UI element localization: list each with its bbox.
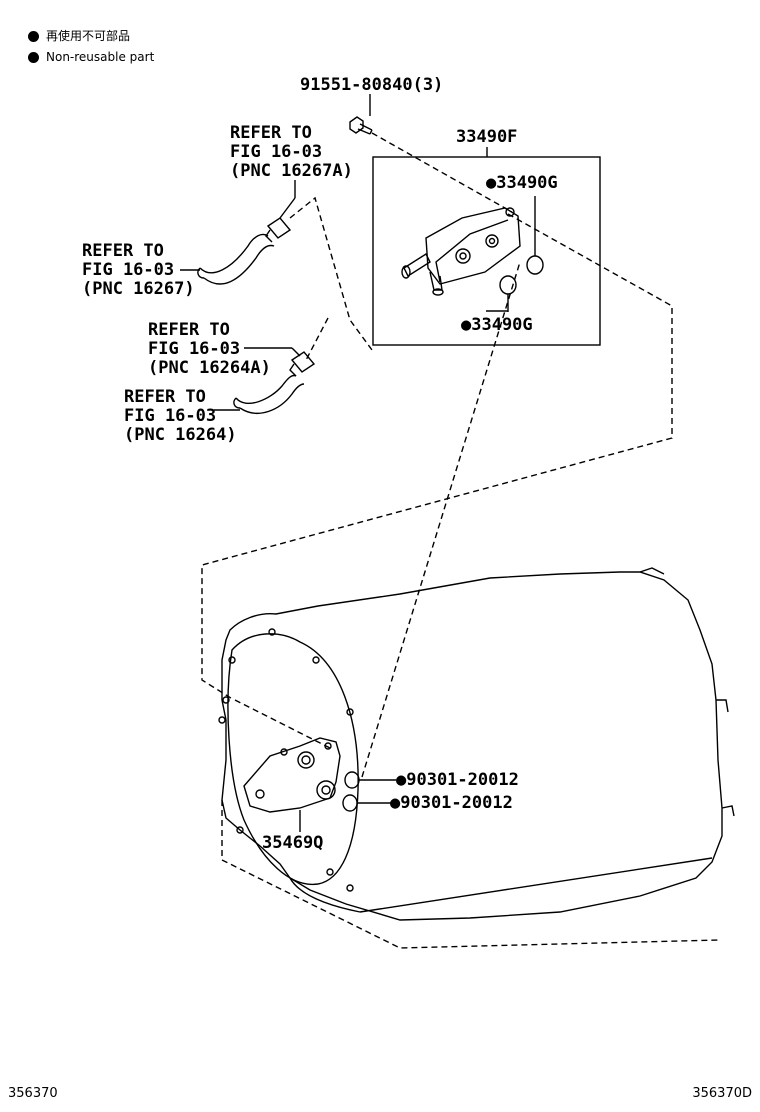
oring-lower-shape (342, 794, 358, 812)
filled-circle-icon (28, 31, 39, 42)
label-bolt: 91551-80840(3) (300, 75, 443, 95)
footer-code-left: 356370 (8, 1086, 58, 1101)
legend-text-en: Non-reusable part (46, 50, 155, 64)
oring-upper-shape (344, 771, 360, 789)
ref-16267: REFER TO FIG 16-03 (PNC 16267) (82, 241, 195, 299)
ref-16267a-line1: REFER TO (230, 123, 312, 143)
label-oring-lower: ●90301-20012 (390, 793, 513, 813)
label-gasket-upper: ●33490G (486, 173, 558, 193)
ref-16264: REFER TO FIG 16-03 (PNC 16264) (124, 387, 237, 445)
bolt (349, 116, 373, 135)
hose-clamp-lower (289, 351, 316, 377)
gasket-upper-shape (526, 255, 544, 275)
footer-code-right: 356370D (692, 1086, 752, 1101)
ref-16264-line1: REFER TO (124, 387, 206, 407)
ref-16264a-line1: REFER TO (148, 320, 230, 340)
ref-16267a-line2: FIG 16-03 (230, 142, 322, 162)
ref-16264a: REFER TO FIG 16-03 (PNC 16264A) (148, 320, 271, 378)
adapter-plate (243, 737, 341, 813)
transmission-case (218, 567, 735, 921)
ref-16264a-line3: (PNC 16264A) (148, 358, 271, 378)
ref-16264a-line2: FIG 16-03 (148, 339, 240, 359)
ref-16267-line3: (PNC 16267) (82, 279, 195, 299)
legend-row-en: Non-reusable part (28, 47, 154, 68)
label-oring-upper: ●90301-20012 (396, 770, 519, 790)
ref-16264-line2: FIG 16-03 (124, 406, 216, 426)
ref-16267a: REFER TO FIG 16-03 (PNC 16267A) (230, 123, 353, 181)
ref-16267-line1: REFER TO (82, 241, 164, 261)
hose-clamp-upper (265, 217, 292, 243)
ref-16267a-line3: (PNC 16267A) (230, 161, 353, 181)
ref-16267-line2: FIG 16-03 (82, 260, 174, 280)
label-cooler-assy: 33490F (456, 127, 517, 147)
legend-text-ja: 再使用不可部品 (46, 29, 131, 43)
label-adapter: 35469Q (262, 833, 323, 853)
filled-circle-icon (28, 52, 39, 63)
legend-row-ja: 再使用不可部品 (28, 26, 154, 47)
oil-cooler (401, 207, 521, 296)
legend: 再使用不可部品 Non-reusable part (28, 26, 154, 68)
ref-16264-line3: (PNC 16264) (124, 425, 237, 445)
label-gasket-lower: ●33490G (461, 315, 533, 335)
assembly-lines (201, 132, 719, 949)
